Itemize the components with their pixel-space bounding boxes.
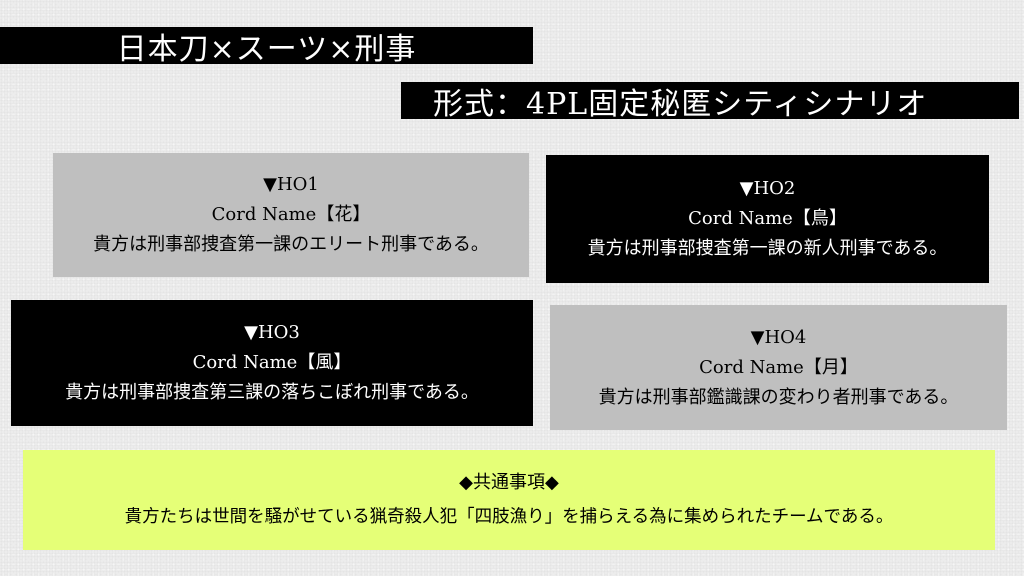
handout-description: 貴方は刑事部鑑識課の変わり者刑事である。 bbox=[598, 386, 959, 408]
subtitle-banner: 形式：4PL固定秘匿シティシナリオ bbox=[401, 82, 1019, 122]
handout-heading: ▼HO4 bbox=[750, 326, 807, 348]
common-notes-text: 貴方たちは世間を騒がせている猟奇殺人犯「四肢漁り」を捕らえる為に集められたチーム… bbox=[124, 507, 894, 527]
handout-description: 貴方は刑事部捜査第三課の落ちこぼれ刑事である。 bbox=[65, 382, 479, 403]
handout-code-name: Cord Name【月】 bbox=[699, 356, 858, 378]
handout-code-name: Cord Name【鳥】 bbox=[688, 208, 847, 229]
handout-card-ho2: ▼HO2 Cord Name【鳥】 貴方は刑事部捜査第一課の新人刑事である。 bbox=[546, 155, 989, 283]
handout-description: 貴方は刑事部捜査第一課の新人刑事である。 bbox=[587, 238, 948, 259]
handout-heading: ▼HO2 bbox=[739, 178, 796, 199]
handout-code-name: Cord Name【風】 bbox=[192, 352, 352, 373]
handout-card-ho3: ▼HO3 Cord Name【風】 貴方は刑事部捜査第三課の落ちこぼれ刑事である… bbox=[11, 300, 533, 426]
page-subtitle: 形式：4PL固定秘匿シティシナリオ bbox=[433, 86, 928, 122]
common-notes-panel: ◆共通事項◆ 貴方たちは世間を騒がせている猟奇殺人犯「四肢漁り」を捕らえる為に集… bbox=[23, 450, 995, 550]
handout-code-name: Cord Name【花】 bbox=[211, 204, 371, 225]
handout-description: 貴方は刑事部捜査第一課のエリート刑事である。 bbox=[93, 234, 489, 255]
title-banner: 日本刀×スーツ×刑事 bbox=[0, 27, 533, 67]
page-title: 日本刀×スーツ×刑事 bbox=[116, 31, 417, 67]
handout-heading: ▼HO3 bbox=[244, 322, 300, 343]
common-notes-heading: ◆共通事項◆ bbox=[459, 472, 559, 493]
handout-card-ho1: ▼HO1 Cord Name【花】 貴方は刑事部捜査第一課のエリート刑事である。 bbox=[53, 153, 529, 277]
handout-card-ho4: ▼HO4 Cord Name【月】 貴方は刑事部鑑識課の変わり者刑事である。 bbox=[550, 305, 1007, 430]
handout-heading: ▼HO1 bbox=[263, 174, 319, 195]
